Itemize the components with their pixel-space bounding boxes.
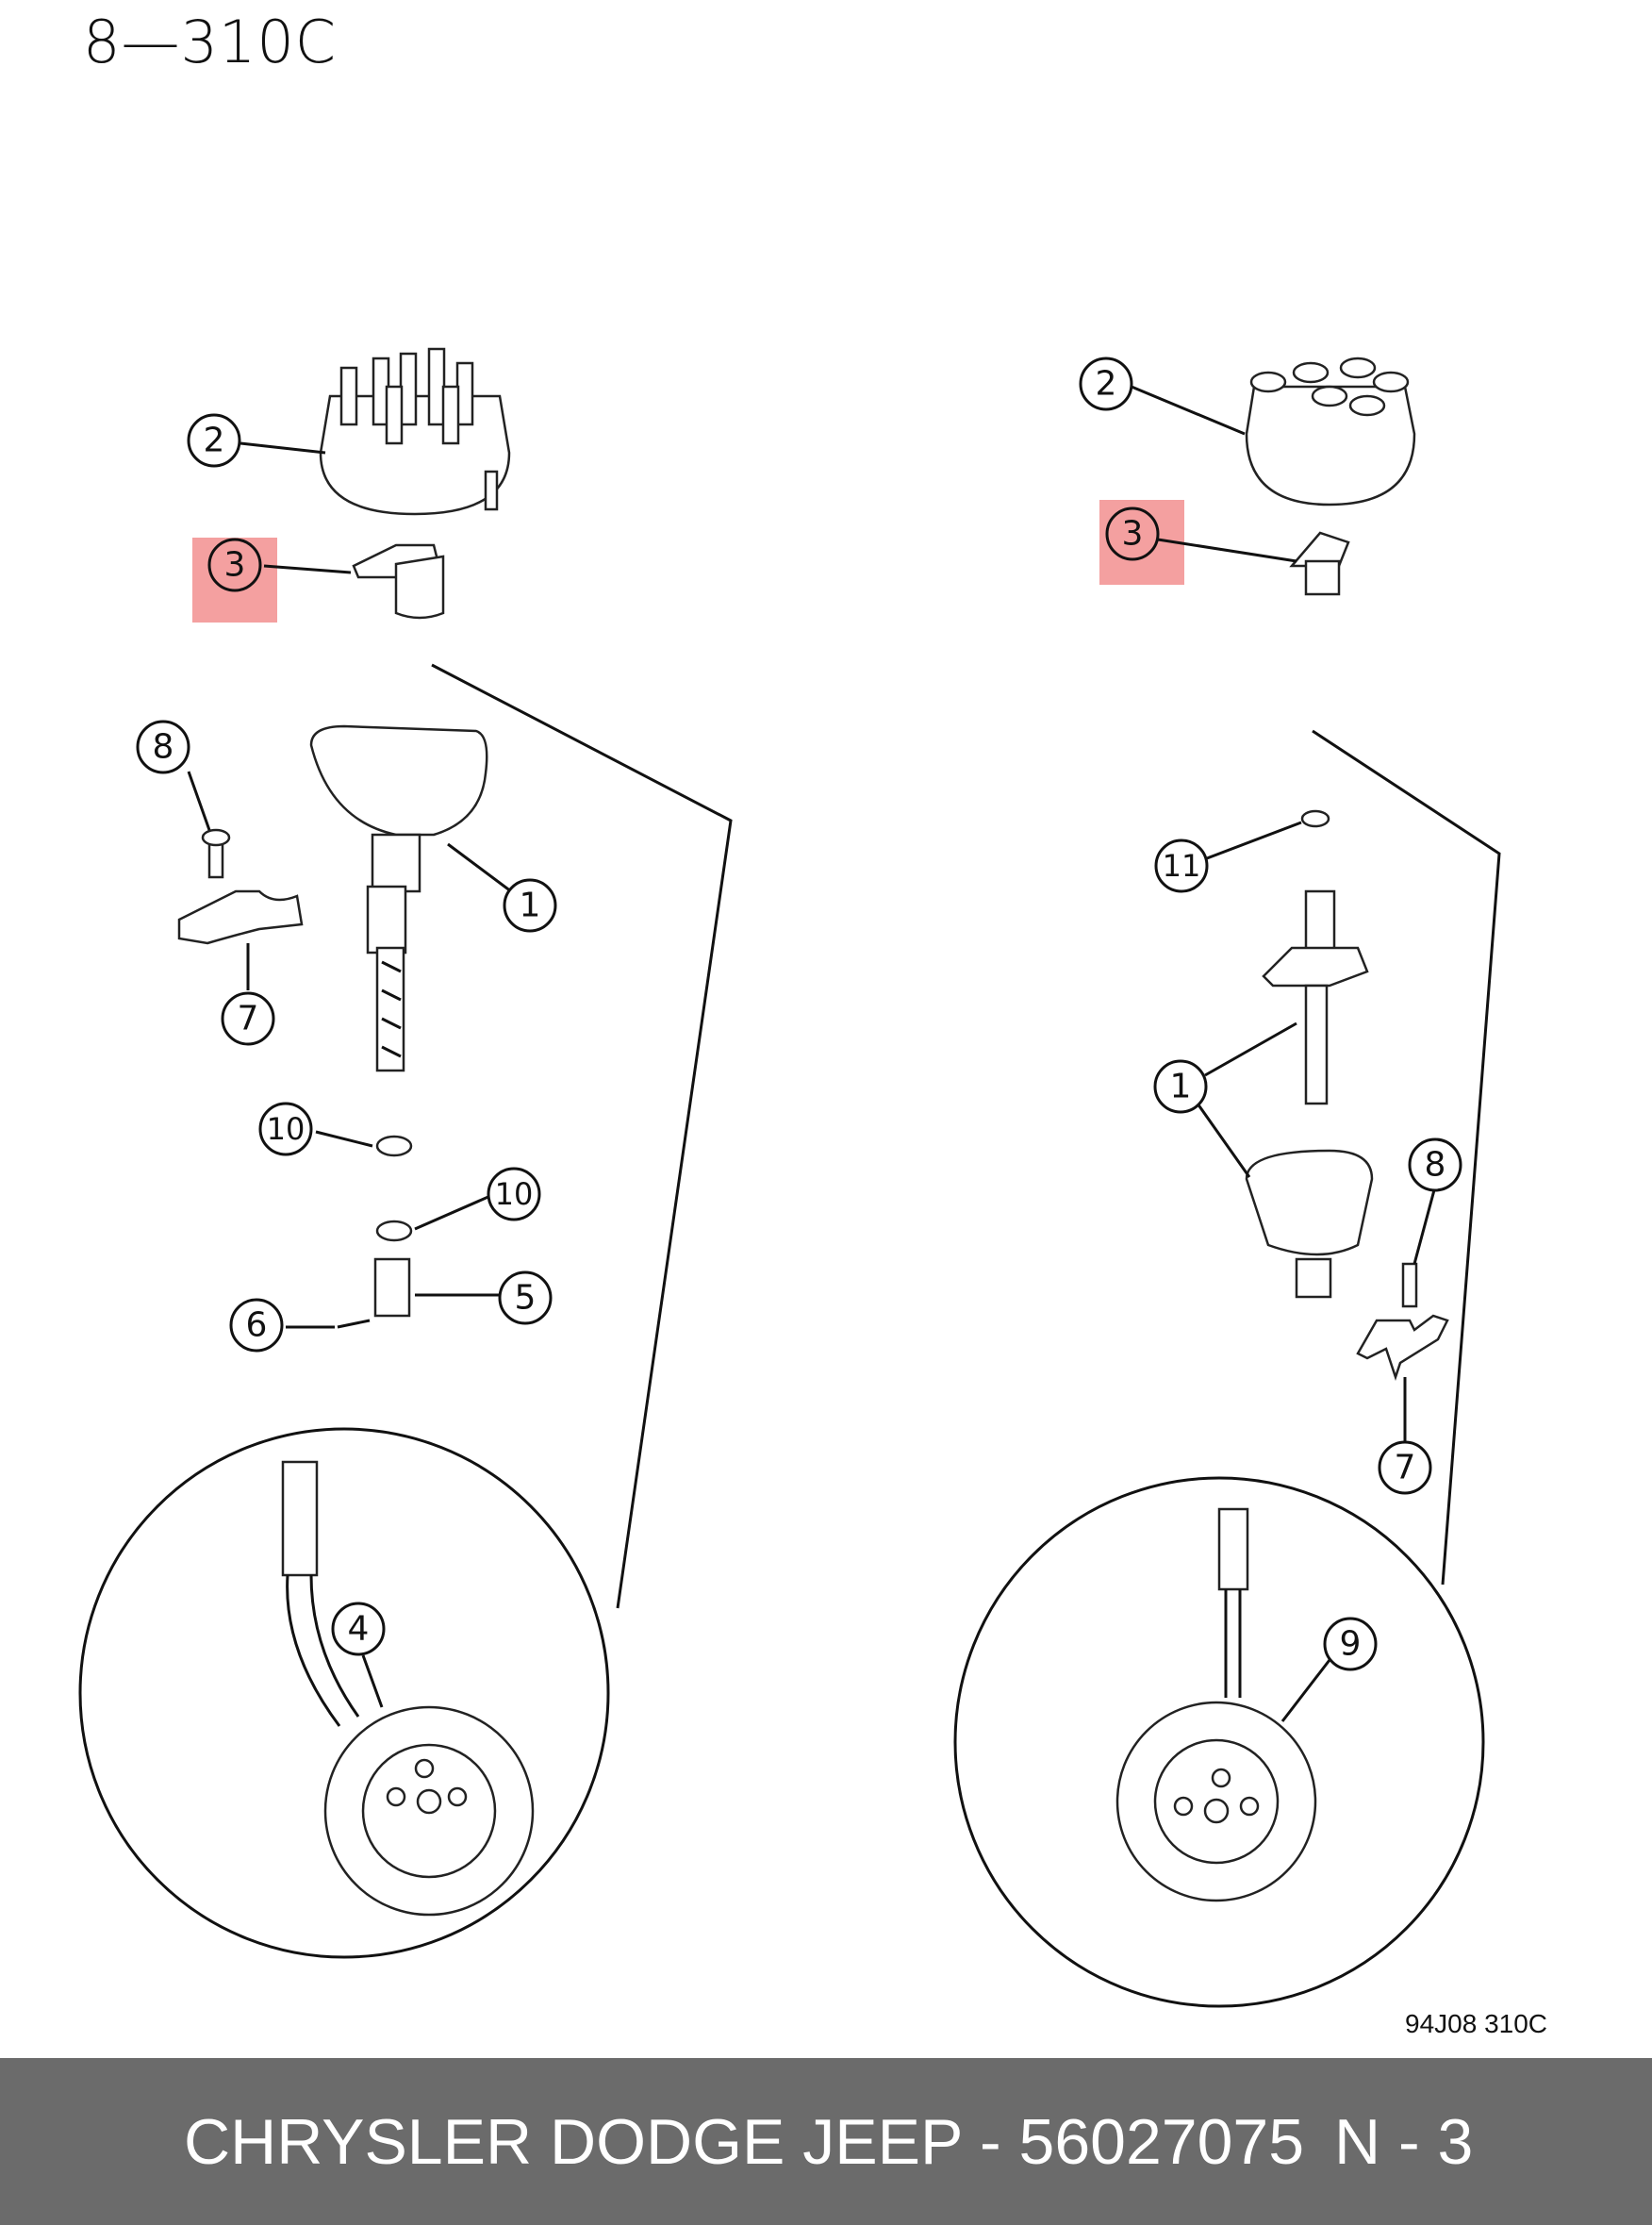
callout-right-9: 9: [1323, 1617, 1378, 1671]
callout-right-8: 8: [1408, 1137, 1462, 1192]
callout-left-1: 1: [503, 878, 557, 933]
callout-left-4: 4: [331, 1602, 386, 1656]
svg-text:7: 7: [238, 1000, 259, 1038]
callout-right-1: 1: [1153, 1059, 1208, 1114]
svg-text:4: 4: [348, 1610, 370, 1649]
svg-text:2: 2: [204, 422, 225, 460]
svg-text:10: 10: [495, 1176, 534, 1212]
page-code: 8—310C: [83, 8, 338, 76]
left-rotor: [352, 543, 445, 620]
right-distributor-housing: [1245, 1149, 1374, 1299]
right-nut-11: [1300, 809, 1330, 828]
callout-left-5: 5: [498, 1270, 553, 1325]
left-distributor-body: [309, 724, 488, 1072]
highlight-left-3[interactable]: [192, 538, 277, 623]
svg-text:7: 7: [1395, 1449, 1416, 1487]
right-shaft-assembly: [1262, 889, 1369, 1105]
svg-text:3: 3: [1122, 515, 1144, 554]
left-pickup-assembly: [281, 1460, 535, 1917]
svg-text:5: 5: [515, 1279, 537, 1318]
figure-reference: 94J08 310C: [1405, 2009, 1548, 2038]
callout-left-2: 2: [187, 413, 241, 468]
footer-brand-part: CHRYSLER DODGE JEEP - 56027075: [184, 2106, 1305, 2178]
svg-text:11: 11: [1163, 848, 1201, 884]
left-pin-6: [337, 1319, 371, 1329]
left-pickup-inset: [78, 1427, 610, 1959]
right-rotor: [1289, 531, 1350, 596]
right-bolt: [1401, 1262, 1418, 1308]
svg-text:2: 2: [1096, 365, 1117, 404]
callout-left-7: 7: [221, 991, 275, 1046]
callout-left-10a: 10: [258, 1102, 313, 1156]
footer-bar: CHRYSLER DODGE JEEP - 56027075 N - 3: [0, 2058, 1652, 2225]
callout-left-3: 3: [207, 538, 262, 592]
svg-text:1: 1: [1170, 1068, 1192, 1106]
svg-text:9: 9: [1340, 1625, 1362, 1664]
left-washer-10b: [375, 1220, 413, 1242]
callout-left-6: 6: [229, 1298, 284, 1353]
distributor-exploded-diagram: 2 3 8 1 7 10 10 5 6 4: [78, 347, 1501, 2008]
callout-right-7: 7: [1378, 1440, 1432, 1495]
svg-text:3: 3: [224, 546, 246, 585]
right-pickup-inset: [953, 1476, 1485, 2008]
right-clamp: [1356, 1314, 1449, 1381]
svg-text:6: 6: [246, 1306, 268, 1345]
callout-right-2: 2: [1079, 357, 1133, 411]
callout-left-8: 8: [136, 720, 190, 774]
left-washer-10a: [375, 1135, 413, 1157]
svg-text:1: 1: [520, 887, 541, 925]
right-distributor-cap: [1245, 357, 1416, 506]
right-pickup-assembly: [1115, 1507, 1317, 1902]
left-clamp: [177, 889, 304, 945]
left-distributor-cap: [319, 347, 511, 516]
svg-text:8: 8: [1425, 1146, 1446, 1185]
callout-left-10b: 10: [487, 1167, 541, 1221]
callout-right-3: 3: [1105, 506, 1160, 561]
left-gear-5: [373, 1257, 411, 1318]
svg-text:8: 8: [153, 728, 174, 767]
footer-page: N - 3: [1334, 2106, 1474, 2178]
callout-right-11: 11: [1154, 839, 1209, 893]
svg-text:10: 10: [267, 1111, 306, 1147]
